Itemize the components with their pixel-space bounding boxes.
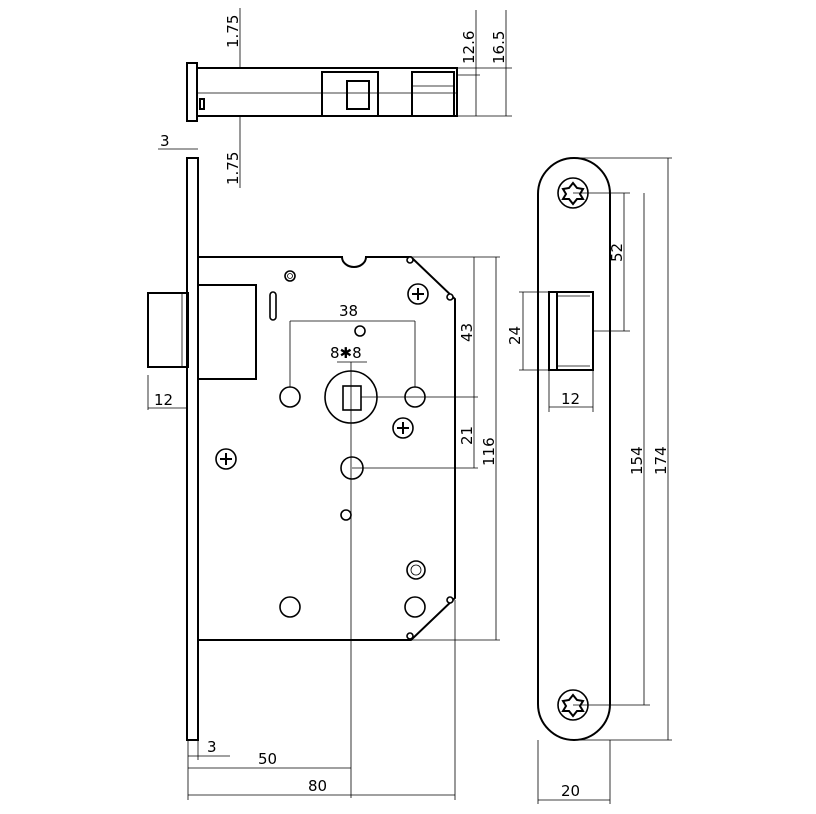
hole-left-lower <box>279 596 301 618</box>
top-bolt-rect <box>199 98 205 110</box>
dim-21: 21 <box>458 426 476 445</box>
dim-plate-174: 174 <box>652 446 670 475</box>
dim-top-16-5: 16.5 <box>490 31 508 64</box>
dim-hub-8x8: 8✱8 <box>330 344 362 362</box>
dim-top-12-6: 12.6 <box>460 31 478 64</box>
screw-left <box>215 448 237 470</box>
top-case <box>196 67 458 117</box>
dim-bottom-50: 50 <box>258 750 277 768</box>
latch-bolt <box>147 292 189 368</box>
dim-top-3: 3 <box>160 132 170 150</box>
screw-mid-right <box>392 417 414 439</box>
dim-plate-154: 154 <box>628 446 646 475</box>
dim-bolt-12: 12 <box>154 391 173 409</box>
strike-plate <box>537 157 611 741</box>
strike-latch-opening <box>548 291 594 371</box>
top-view: 1.75 1.75 3 12.6 16.5 <box>158 8 512 188</box>
dim-plate-20: 20 <box>561 782 580 800</box>
hole-left-upper <box>279 386 301 408</box>
pin-hole-top <box>284 270 296 282</box>
top-hub <box>321 71 379 117</box>
pin-lower-right <box>406 560 426 580</box>
dim-43: 43 <box>458 323 476 342</box>
dim-hub-38: 38 <box>339 302 358 320</box>
strike-plate-view: 52 24 12 154 174 20 <box>506 157 672 804</box>
dim-top-1-75-a: 1.75 <box>224 15 242 48</box>
lock-case <box>197 256 456 641</box>
dim-116: 116 <box>480 437 498 466</box>
hole-right-lower <box>404 596 426 618</box>
latch-inner <box>197 284 257 380</box>
slot <box>269 291 277 321</box>
dim-plate-12: 12 <box>561 390 580 408</box>
dim-bottom-3: 3 <box>207 738 217 756</box>
top-faceplate <box>186 62 198 122</box>
front-faceplate <box>186 157 199 741</box>
front-view: 38 8✱8 12 43 21 116 3 50 80 <box>147 157 500 800</box>
dim-plate-52: 52 <box>608 243 626 262</box>
square-spindle-hole <box>342 385 362 411</box>
dim-top-1-75-b: 1.75 <box>224 152 242 185</box>
screw-top-right <box>407 283 429 305</box>
dim-plate-24: 24 <box>506 326 524 345</box>
dim-bottom-80: 80 <box>308 777 327 795</box>
